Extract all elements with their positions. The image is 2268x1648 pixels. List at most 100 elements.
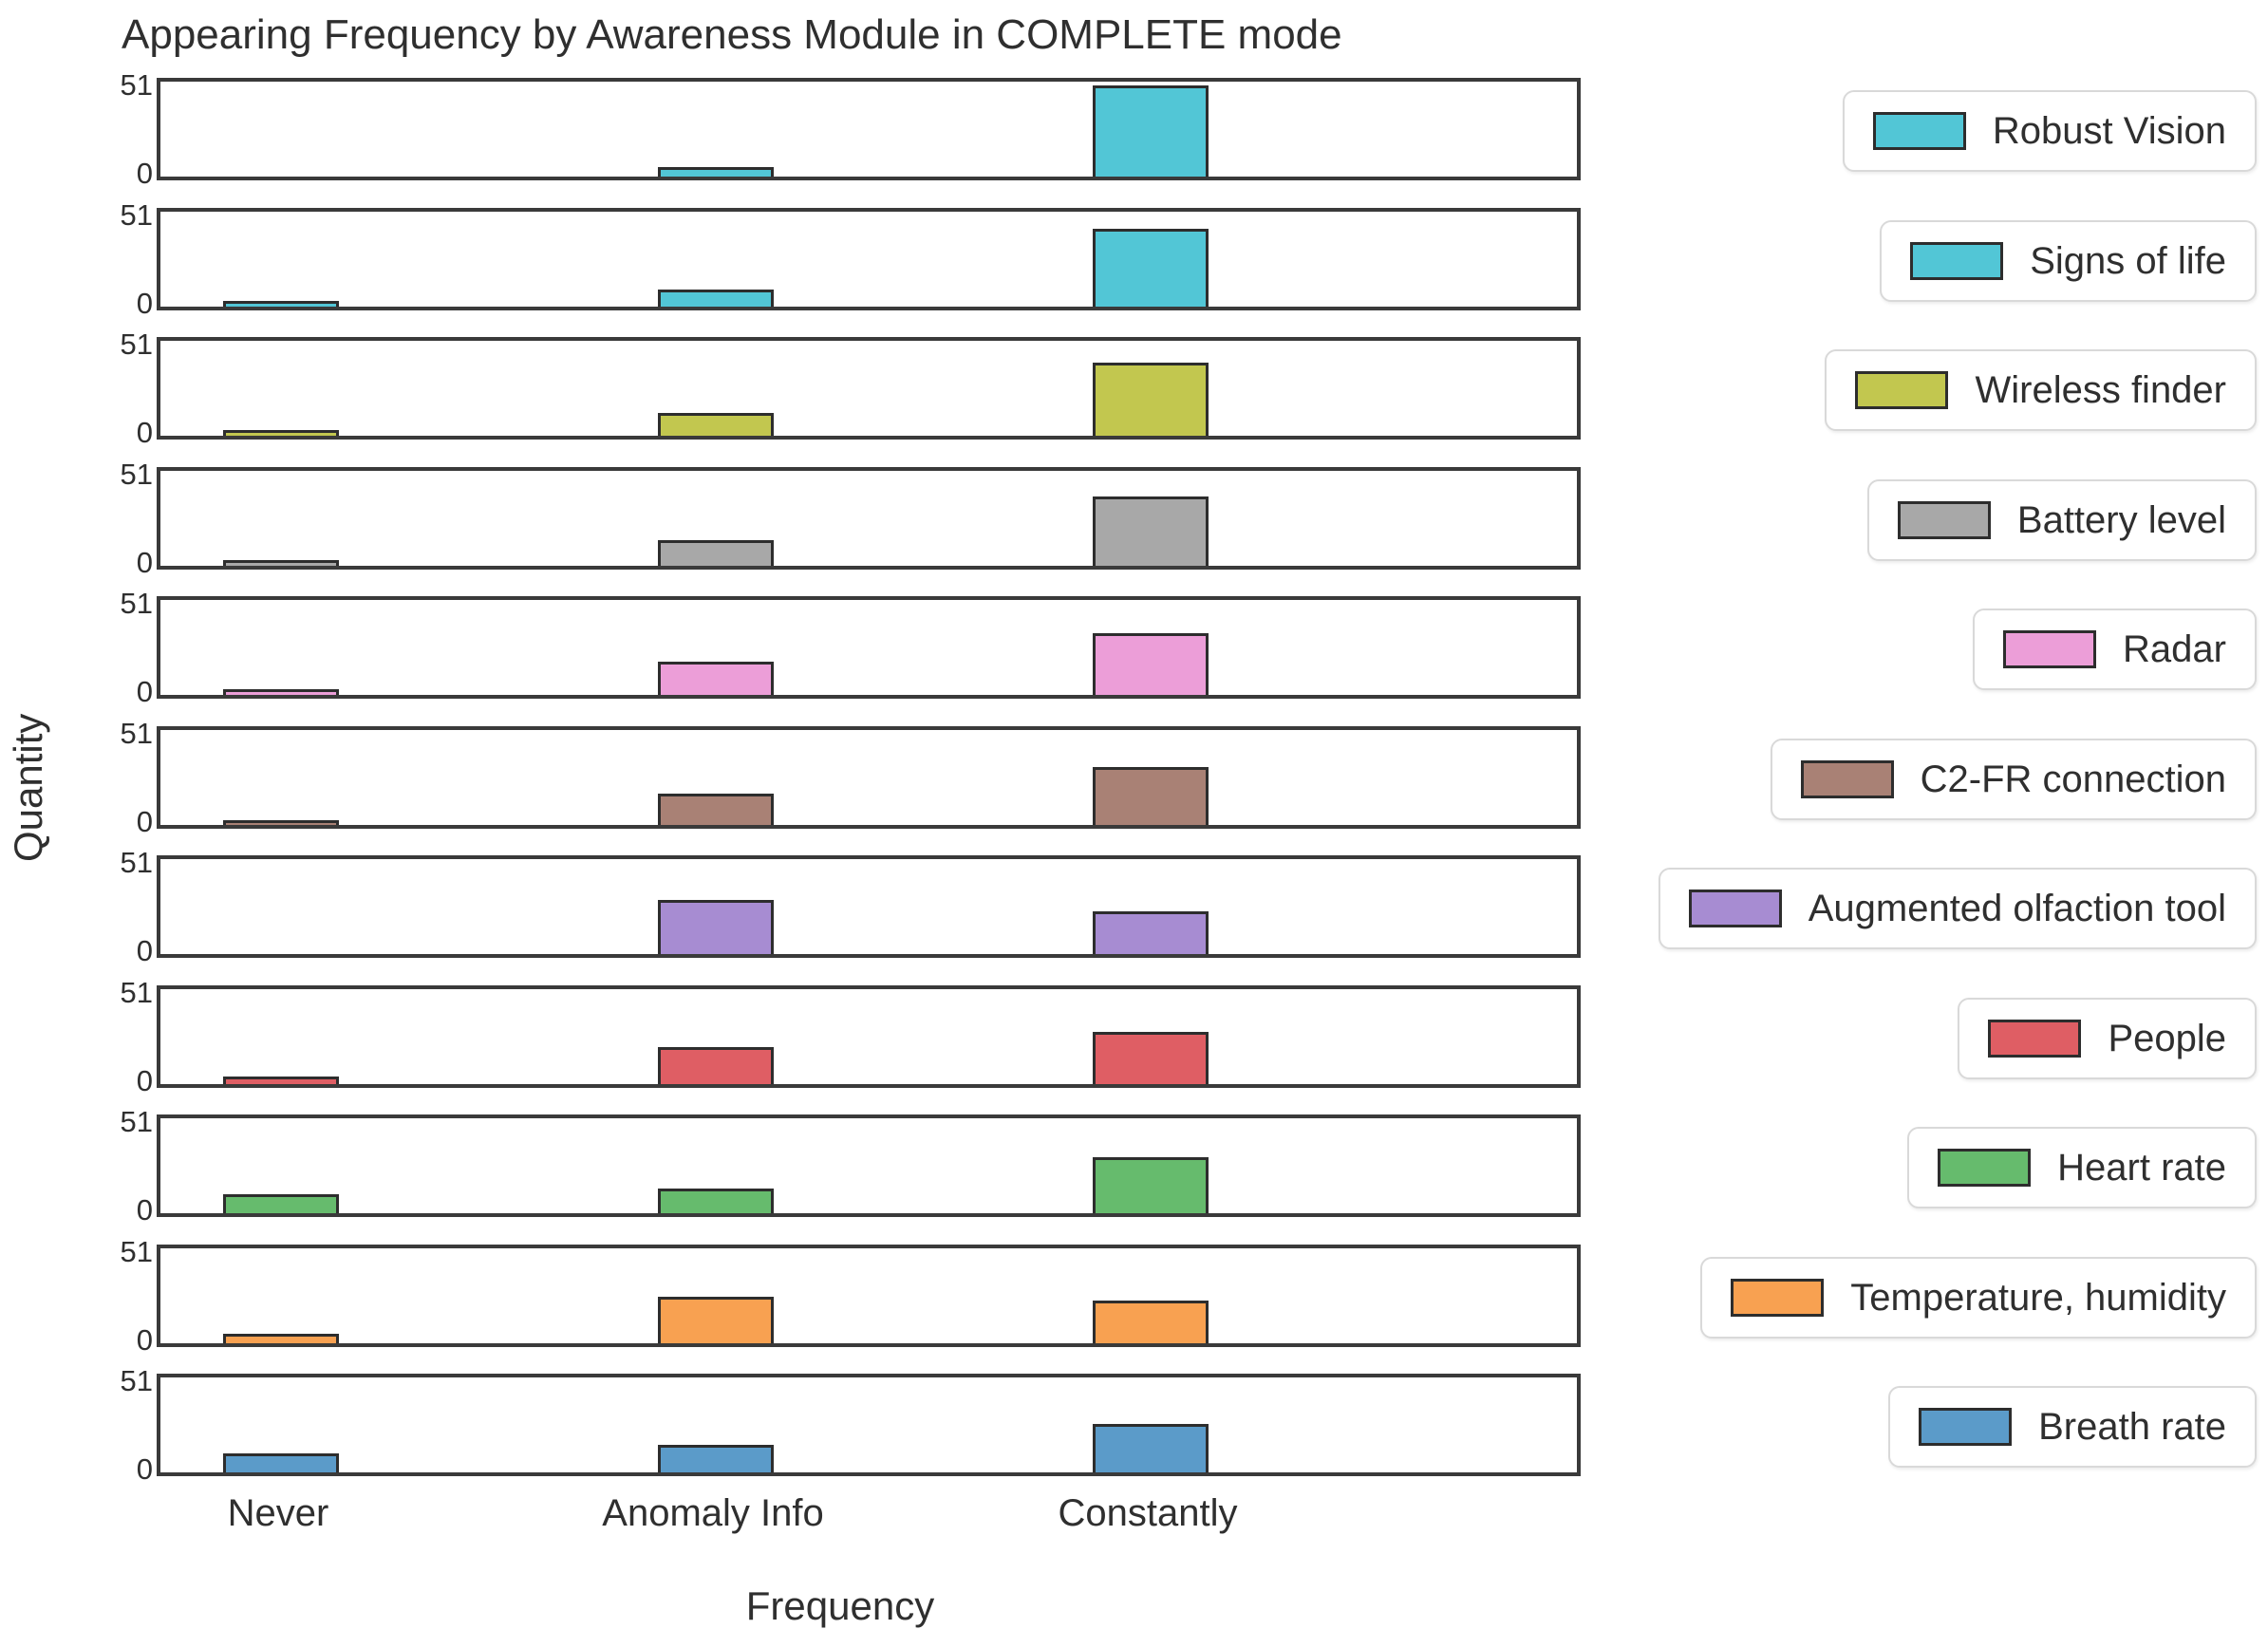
legend-entry-people: People bbox=[1958, 998, 2257, 1079]
legend-entry-battery-level: Battery level bbox=[1866, 479, 2257, 561]
legend-entry-wireless-finder: Wireless finder bbox=[1825, 349, 2257, 431]
legend-label-breath-rate: Breath rate bbox=[2038, 1405, 2226, 1448]
bar-radar-anomaly-info bbox=[658, 662, 774, 695]
legend-entry-robust-vision: Robust Vision bbox=[1842, 90, 2257, 172]
legend-label-battery-level: Battery level bbox=[2016, 498, 2226, 541]
bar-c2-fr-connection-anomaly-info bbox=[658, 794, 774, 825]
y-tick-zero: 0 bbox=[136, 546, 153, 579]
y-tick-zero: 0 bbox=[136, 1064, 153, 1097]
y-tick-max: 51 bbox=[120, 458, 153, 491]
y-tick-max: 51 bbox=[120, 587, 153, 620]
y-tick-zero: 0 bbox=[136, 157, 153, 190]
subplot-augmented-olfaction-tool: 51 0 bbox=[121, 848, 1581, 965]
legend-label-temperature-humidity: Temperature, humidity bbox=[1850, 1276, 2226, 1319]
legend-patch-radar bbox=[2003, 630, 2097, 668]
subplot-people: 51 0 bbox=[121, 978, 1581, 1096]
legend-label-c2-fr-connection: C2-FR connection bbox=[1920, 758, 2226, 800]
bar-robust-vision-anomaly-info bbox=[658, 167, 774, 177]
bar-breath-rate-constantly bbox=[1093, 1424, 1209, 1472]
bar-temperature-humidity-constantly bbox=[1093, 1301, 1209, 1343]
y-axis-label: Quantity bbox=[6, 713, 50, 863]
bar-battery-level-constantly bbox=[1093, 496, 1209, 566]
y-tick-max: 51 bbox=[120, 1105, 153, 1138]
bar-heart-rate-anomaly-info bbox=[658, 1189, 774, 1213]
y-tick-max: 51 bbox=[120, 976, 153, 1009]
bar-signs-of-life-anomaly-info bbox=[658, 290, 774, 307]
legend-entry-breath-rate: Breath rate bbox=[1888, 1386, 2257, 1468]
legend-patch-temperature-humidity bbox=[1731, 1279, 1825, 1317]
bar-heart-rate-constantly bbox=[1093, 1157, 1209, 1213]
bar-battery-level-anomaly-info bbox=[658, 540, 774, 566]
y-tick-max: 51 bbox=[120, 1235, 153, 1268]
bar-people-anomaly-info bbox=[658, 1047, 774, 1084]
y-tick-max: 51 bbox=[120, 717, 153, 750]
legend-label-augmented-olfaction-tool: Augmented olfaction tool bbox=[1808, 887, 2226, 929]
legend-patch-heart-rate bbox=[1938, 1149, 2032, 1187]
subplot-c2-fr-connection: 51 0 bbox=[121, 719, 1581, 836]
y-tick-max: 51 bbox=[120, 1364, 153, 1397]
legend-label-signs-of-life: Signs of life bbox=[2030, 239, 2226, 282]
y-tick-zero: 0 bbox=[136, 1193, 153, 1227]
legend-label-heart-rate: Heart rate bbox=[2057, 1146, 2226, 1189]
bar-people-constantly bbox=[1093, 1032, 1209, 1084]
bar-c2-fr-connection-constantly bbox=[1093, 767, 1209, 825]
legend-entry-augmented-olfaction-tool: Augmented olfaction tool bbox=[1658, 868, 2257, 949]
subplot-radar: 51 0 bbox=[121, 589, 1581, 706]
legend-label-radar: Radar bbox=[2123, 627, 2226, 670]
subplot-wireless-finder: 51 0 bbox=[121, 329, 1581, 447]
legend-entry-radar: Radar bbox=[1973, 609, 2257, 690]
legend-patch-augmented-olfaction-tool bbox=[1688, 890, 1782, 927]
subplot-signs-of-life: 51 0 bbox=[121, 200, 1581, 318]
bar-battery-level-never bbox=[223, 560, 339, 566]
bar-c2-fr-connection-never bbox=[223, 820, 339, 825]
legend-entry-temperature-humidity: Temperature, humidity bbox=[1700, 1257, 2257, 1339]
bar-temperature-humidity-never bbox=[223, 1334, 339, 1343]
subplot-battery-level: 51 0 bbox=[121, 459, 1581, 577]
y-tick-max: 51 bbox=[120, 846, 153, 879]
legend-patch-people bbox=[1988, 1020, 2082, 1058]
bar-signs-of-life-constantly bbox=[1093, 229, 1209, 307]
y-tick-zero: 0 bbox=[136, 287, 153, 320]
legend-patch-c2-fr-connection bbox=[1800, 760, 1894, 798]
y-tick-zero: 0 bbox=[136, 805, 153, 838]
bar-heart-rate-never bbox=[223, 1194, 339, 1213]
legend-patch-robust-vision bbox=[1872, 112, 1966, 150]
legend-patch-wireless-finder bbox=[1855, 371, 1949, 409]
legend-label-wireless-finder: Wireless finder bbox=[1975, 368, 2226, 411]
legend-patch-battery-level bbox=[1897, 501, 1991, 539]
subplot-heart-rate: 51 0 bbox=[121, 1107, 1581, 1225]
bar-wireless-finder-never bbox=[223, 430, 339, 436]
bar-signs-of-life-never bbox=[223, 301, 339, 307]
y-tick-zero: 0 bbox=[136, 675, 153, 708]
subplot-temperature-humidity: 51 0 bbox=[121, 1237, 1581, 1355]
bar-augmented-olfaction-tool-constantly bbox=[1093, 911, 1209, 954]
bar-radar-constantly bbox=[1093, 633, 1209, 695]
y-tick-max: 51 bbox=[120, 198, 153, 232]
y-tick-zero: 0 bbox=[136, 416, 153, 449]
bar-temperature-humidity-anomaly-info bbox=[658, 1297, 774, 1343]
bar-people-never bbox=[223, 1077, 339, 1084]
legend-entry-heart-rate: Heart rate bbox=[1907, 1127, 2257, 1208]
legend-patch-signs-of-life bbox=[1910, 242, 2004, 280]
x-tick-constantly: Constantly bbox=[1058, 1492, 1238, 1534]
bar-radar-never bbox=[223, 689, 339, 695]
bar-wireless-finder-anomaly-info bbox=[658, 413, 774, 436]
x-tick-anomaly-info: Anomaly Info bbox=[602, 1492, 824, 1534]
bar-robust-vision-constantly bbox=[1093, 85, 1209, 177]
y-tick-max: 51 bbox=[120, 328, 153, 361]
y-tick-zero: 0 bbox=[136, 934, 153, 967]
y-tick-zero: 0 bbox=[136, 1323, 153, 1357]
bar-breath-rate-never bbox=[223, 1453, 339, 1472]
bar-breath-rate-anomaly-info bbox=[658, 1445, 774, 1472]
bar-augmented-olfaction-tool-anomaly-info bbox=[658, 900, 774, 954]
legend-entry-c2-fr-connection: C2-FR connection bbox=[1770, 739, 2257, 820]
bar-wireless-finder-constantly bbox=[1093, 363, 1209, 436]
chart-title: Appearing Frequency by Awareness Module … bbox=[122, 11, 1342, 58]
legend-label-people: People bbox=[2108, 1017, 2226, 1059]
x-axis-label: Frequency bbox=[745, 1583, 935, 1628]
legend-patch-breath-rate bbox=[1919, 1408, 2013, 1446]
